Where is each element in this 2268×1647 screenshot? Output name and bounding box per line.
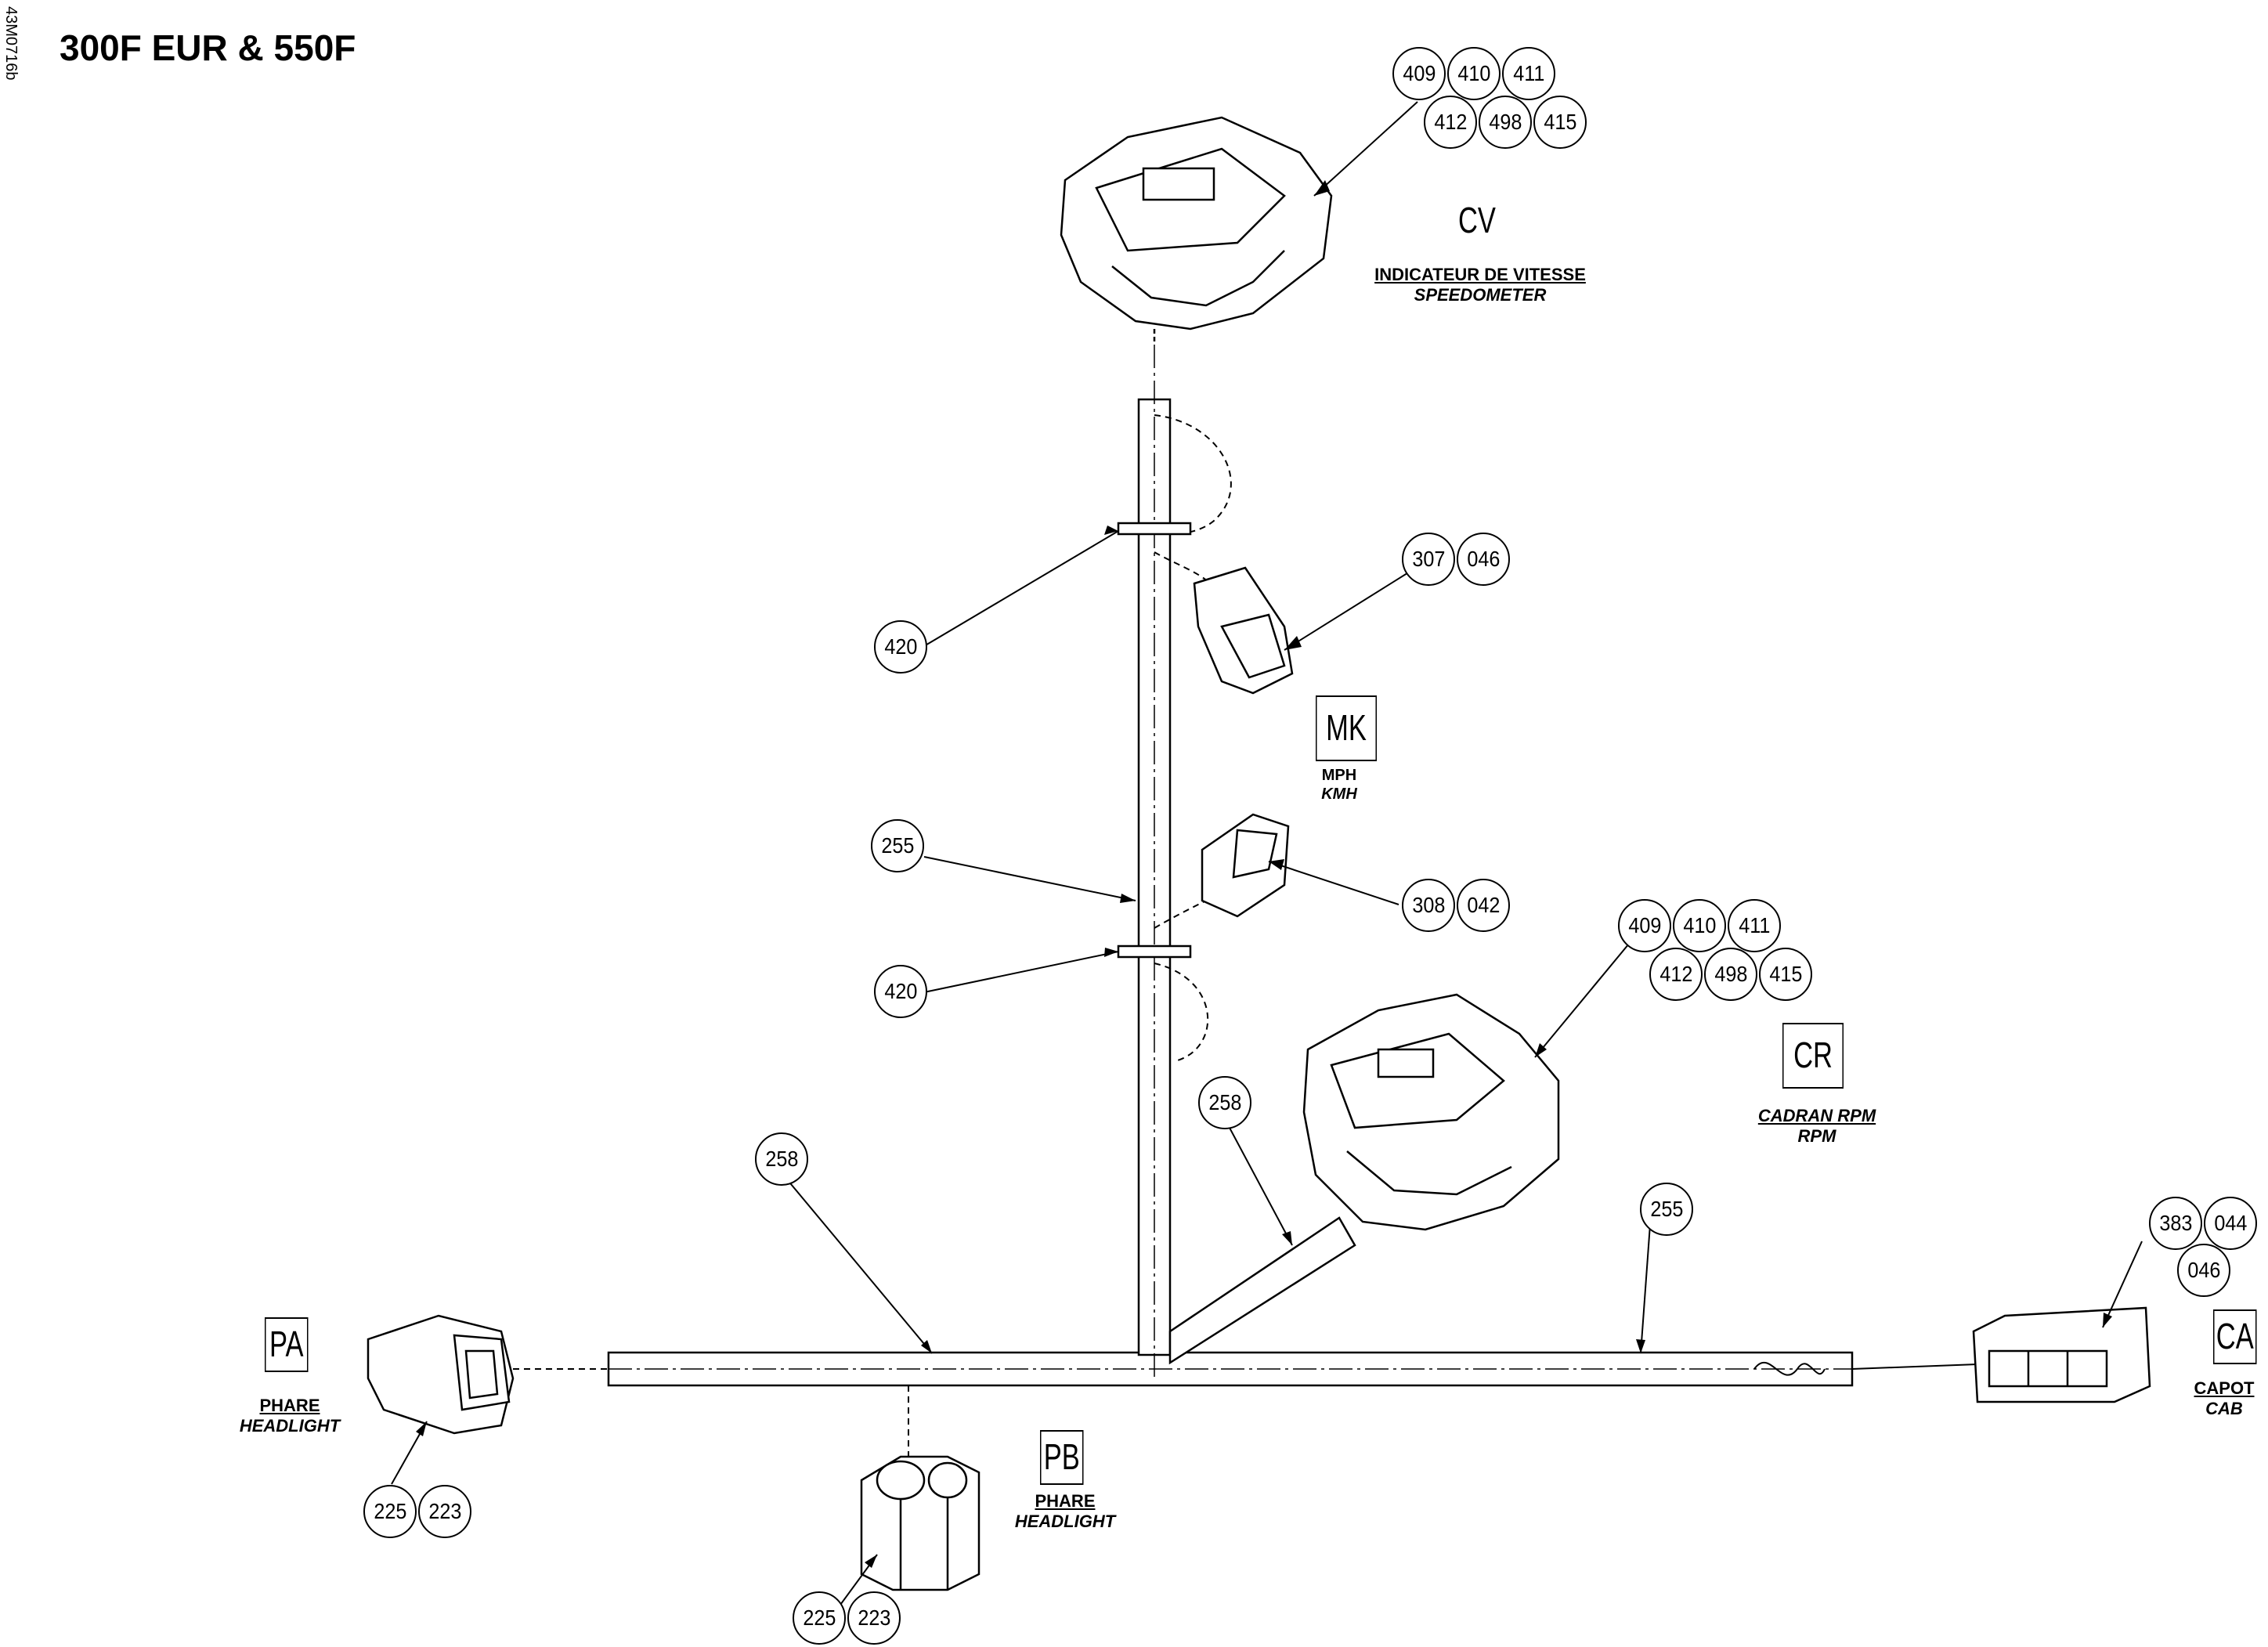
callout-bubble: 415	[1533, 96, 1587, 149]
callout-bubble: 420	[874, 965, 927, 1018]
callout-bubble: 409	[1618, 899, 1671, 952]
wire-loop-lower	[1154, 963, 1209, 1062]
connector-mk2-shape	[1201, 813, 1290, 918]
connector-label-mk-fr: MPH	[1321, 767, 1357, 784]
callout-bubble: 410	[1447, 47, 1501, 100]
connector-label-pa: PHARE HEADLIGHT	[235, 1396, 345, 1437]
connector-cv-shape	[1060, 116, 1333, 345]
callout-bubble: 409	[1392, 47, 1446, 100]
connector-code-pb: PB	[1040, 1430, 1084, 1485]
connector-mk1-shape	[1193, 566, 1294, 695]
connector-label-pa-en: HEADLIGHT	[239, 1416, 341, 1436]
page-title: 300F EUR & 550F	[60, 27, 356, 68]
connector-pb-shape	[860, 1455, 981, 1591]
callout-bubble: 383	[2149, 1197, 2202, 1250]
wire-to-mk2	[1154, 900, 1207, 929]
document-id: 43M0716b	[2, 6, 20, 81]
connector-label-cv: INDICATEUR DE VITESSE SPEEDOMETER	[1363, 265, 1598, 306]
callout-bubble: 307	[1402, 533, 1455, 586]
callout-bubble: 255	[1640, 1183, 1693, 1236]
connector-label-cv-fr: INDICATEUR DE VITESSE	[1374, 265, 1586, 284]
connector-code-pa: PA	[265, 1317, 309, 1372]
connector-label-mk: MPH KMH	[1300, 766, 1378, 804]
callout-bubble: 415	[1759, 948, 1812, 1001]
connector-ca-shape	[1972, 1306, 2151, 1403]
connector-label-mk-en: KMH	[1321, 786, 1357, 803]
callout-bubble: 498	[1704, 948, 1757, 1001]
connector-code-cv: CV	[1458, 200, 1496, 241]
connector-label-pb: PHARE HEADLIGHT	[1010, 1491, 1120, 1533]
callout-bubble: 044	[2204, 1197, 2257, 1250]
callout-bubble: 258	[755, 1132, 808, 1186]
connector-code-ca: CA	[2213, 1309, 2257, 1364]
callout-bubble: 225	[363, 1485, 417, 1538]
callout-bubble: 225	[793, 1591, 846, 1645]
harness-clip-lower	[1117, 944, 1192, 959]
callout-bubble: 410	[1673, 899, 1726, 952]
callout-bubble: 412	[1424, 96, 1477, 149]
connector-code-cr: CR	[1782, 1023, 1844, 1089]
connector-code-mk: MK	[1316, 695, 1377, 761]
connector-label-ca-fr: CAPOT	[2194, 1378, 2255, 1398]
connector-label-pb-fr: PHARE	[1035, 1491, 1096, 1511]
callout-bubble: 046	[1457, 533, 1510, 586]
diagonal-harness	[1168, 1216, 1356, 1365]
harness-clip-upper	[1117, 522, 1192, 536]
connector-label-ca-en: CAB	[2205, 1399, 2243, 1419]
connector-label-cv-en: SPEEDOMETER	[1414, 285, 1547, 305]
connector-label-cr: CADRAN RPM RPM	[1739, 1106, 1895, 1147]
connector-label-cr-fr: CADRAN RPM	[1757, 1106, 1876, 1125]
connector-label-pb-en: HEADLIGHT	[1014, 1512, 1116, 1532]
connector-cr-shape	[1302, 993, 1560, 1231]
connector-label-pa-fr: PHARE	[259, 1396, 320, 1415]
callout-bubble: 042	[1457, 879, 1510, 932]
callout-bubble: 046	[2177, 1244, 2230, 1297]
connector-pa-shape	[367, 1314, 515, 1435]
callout-bubble: 223	[418, 1485, 471, 1538]
callout-bubble: 498	[1479, 96, 1532, 149]
callout-bubble: 420	[874, 620, 927, 674]
connector-label-cr-en: RPM	[1797, 1126, 1836, 1147]
callout-bubble: 258	[1198, 1076, 1251, 1129]
callout-bubble: 223	[847, 1591, 901, 1645]
callout-bubble: 411	[1502, 47, 1555, 100]
callout-bubble: 411	[1728, 899, 1781, 952]
callout-bubble: 255	[871, 819, 924, 872]
callout-bubble: 308	[1402, 879, 1455, 932]
connector-label-ca: CAPOT CAB	[2185, 1378, 2263, 1420]
callout-bubble: 412	[1649, 948, 1703, 1001]
